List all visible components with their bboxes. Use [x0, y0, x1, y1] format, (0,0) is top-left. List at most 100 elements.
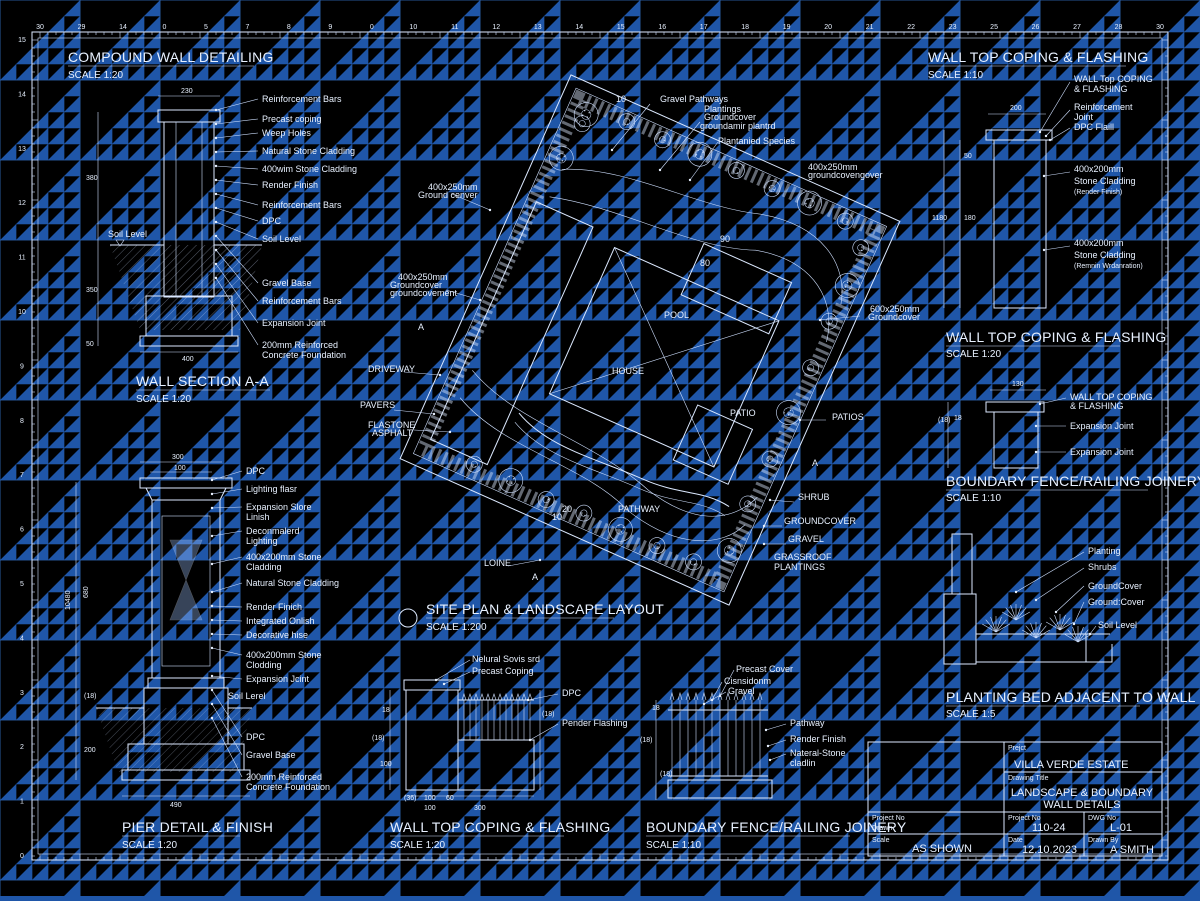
fence-right-title: BOUNDARY FENCE/RAILING JOINERY	[946, 473, 1200, 489]
coping-top-label: DPC Flaill	[1074, 122, 1114, 132]
tree-symbol	[716, 538, 742, 563]
ruler-top-label: 23	[949, 24, 957, 31]
ruler-top-label: 18	[741, 24, 749, 31]
site-driveway	[429, 201, 594, 466]
coping-mid-d0: 18	[954, 415, 962, 422]
coping-mid-wall	[993, 411, 1039, 469]
tree-symbol	[739, 495, 757, 513]
coping-top-label: 400x200mm	[1074, 238, 1124, 248]
tb-date: 12.10.2023	[1022, 844, 1077, 856]
tree-symbol	[548, 145, 574, 171]
pier-label: Lighting	[246, 536, 278, 546]
tb-cell2: Drawn	[872, 825, 892, 832]
compound-label: Precast coping	[262, 114, 322, 124]
coping-bottom-label: Pender Flashing	[562, 718, 628, 728]
tree-symbol	[498, 468, 524, 493]
ruler-left-label: 8	[20, 418, 24, 425]
tb-date-label: Date	[1008, 837, 1023, 844]
fence-bottom-label: cladlin	[790, 758, 816, 768]
site-label-patios: PATIOS	[832, 412, 864, 422]
pier-label: 400x200mm Stone	[246, 552, 322, 562]
site-pool	[680, 242, 793, 335]
site-label-grassroof2: PLANTINGS	[774, 562, 825, 572]
plant-symbol	[1063, 633, 1079, 643]
planting-label: GroundCover	[1088, 581, 1142, 591]
tree-symbol	[575, 504, 593, 522]
plant-symbol	[1001, 611, 1017, 621]
site-label-asphalt: ASPHALT	[372, 428, 413, 438]
planting-wall	[943, 593, 977, 665]
plant-symbol	[990, 616, 997, 633]
plant-symbol	[1015, 604, 1022, 621]
pier-dim-v4: 200	[84, 747, 96, 754]
tree-symbol	[608, 517, 633, 542]
site-label-flastone: FLASTONE	[368, 420, 415, 430]
ruler-left-label: 12	[18, 200, 26, 207]
plant-symbol	[1077, 633, 1093, 643]
ruler-top-label: 16	[658, 24, 666, 31]
ruler-top-label: 14	[575, 24, 583, 31]
tree-symbol	[802, 359, 819, 377]
coping-top-label: Stone Cladding	[1074, 176, 1136, 186]
coping-bottom-title: WALL TOP COPING & FLASHING	[390, 819, 610, 835]
plant-symbol	[1059, 617, 1071, 631]
tree-symbol	[852, 239, 870, 257]
compound-label: Expansion Joint	[262, 318, 326, 328]
site-label-pavers: PAVERS	[360, 400, 395, 410]
tree-symbol	[763, 180, 781, 197]
pier-title: PIER DETAIL & FINISH	[122, 819, 273, 835]
ruler-top-label: 13	[534, 24, 542, 31]
compound-label: Reinforcement Bars	[262, 94, 342, 104]
site-title: SITE PLAN & LANDSCAPE LAYOUT	[426, 601, 664, 617]
tree-symbol	[797, 190, 822, 216]
site-label-shrub: SHRUB	[798, 492, 830, 502]
plant-symbol	[1049, 617, 1061, 631]
planting-label: Soil Level	[1098, 620, 1137, 630]
ruler-top-label: 15	[617, 24, 625, 31]
coping-bottom-label: DPC	[562, 688, 582, 698]
compound-label: Reinforcement Bars	[262, 296, 342, 306]
plant-symbol	[1005, 607, 1017, 621]
plant-symbol	[1035, 625, 1047, 639]
ruler-top-label: 21	[866, 24, 874, 31]
site-label-patio: PATIO	[730, 408, 756, 418]
coping-bottom-dim: (36)	[404, 795, 416, 802]
compound-label: Render Finish	[262, 180, 318, 190]
tb-project: VILLA VERDE ESTATE	[1014, 759, 1129, 771]
planting-soil	[975, 633, 1087, 663]
plant-symbol	[995, 619, 1007, 633]
coping-mid-d1: (18)	[938, 417, 950, 424]
plant-symbol	[1072, 626, 1079, 643]
coping-top-d2: 1180	[932, 215, 947, 222]
coping-top-d1: 180	[964, 215, 976, 222]
site-label-groundcover: Groundcover	[704, 112, 756, 122]
ruler-top-label: 12	[492, 24, 500, 31]
site-label-house: HOUSE	[612, 366, 644, 376]
tree-symbol	[834, 273, 860, 298]
compound-dim-v2: 350	[86, 287, 98, 294]
coping-top-label: & FLASHING	[1074, 84, 1128, 94]
tb-dwgno: L-01	[1110, 822, 1132, 834]
fence-bottom-dim: (18)	[660, 771, 672, 778]
compound-scale: SCALE 1:20	[68, 70, 123, 81]
ruler-top-label: 0	[162, 24, 166, 31]
coping-bottom-dim: 100	[424, 795, 436, 802]
tb-projno-label: Project No	[1008, 815, 1041, 822]
coping-top-label: 400x200mm	[1074, 164, 1124, 174]
tb-drawing1: LANDSCAPE & BOUNDARY	[1011, 787, 1154, 799]
plant-symbol	[985, 619, 997, 633]
plant-symbol	[1045, 621, 1061, 631]
title-block: Prejct VILLA VERDE ESTATE Drawing Title …	[867, 741, 1163, 857]
fence-bottom-dim: (18)	[640, 737, 652, 744]
tb-drawn-label: Drawn By	[1088, 837, 1119, 844]
fence-bottom-label: Render Finish	[790, 734, 846, 744]
ruler-left-label: 2	[20, 744, 24, 751]
coping-top-dim: 200	[1010, 105, 1022, 112]
pier-dim-v1: 10480	[65, 590, 72, 610]
site-label-groundcover_r: GROUNDCOVER	[784, 516, 857, 526]
pier-dim-bottom: 490	[170, 802, 182, 809]
pier-dim-top1: 300	[172, 454, 184, 461]
plant-symbol	[1067, 629, 1079, 643]
coping-mid-detail: 130 18 (18) WALL TOP COPING& FLASHINGExp…	[938, 381, 1200, 504]
